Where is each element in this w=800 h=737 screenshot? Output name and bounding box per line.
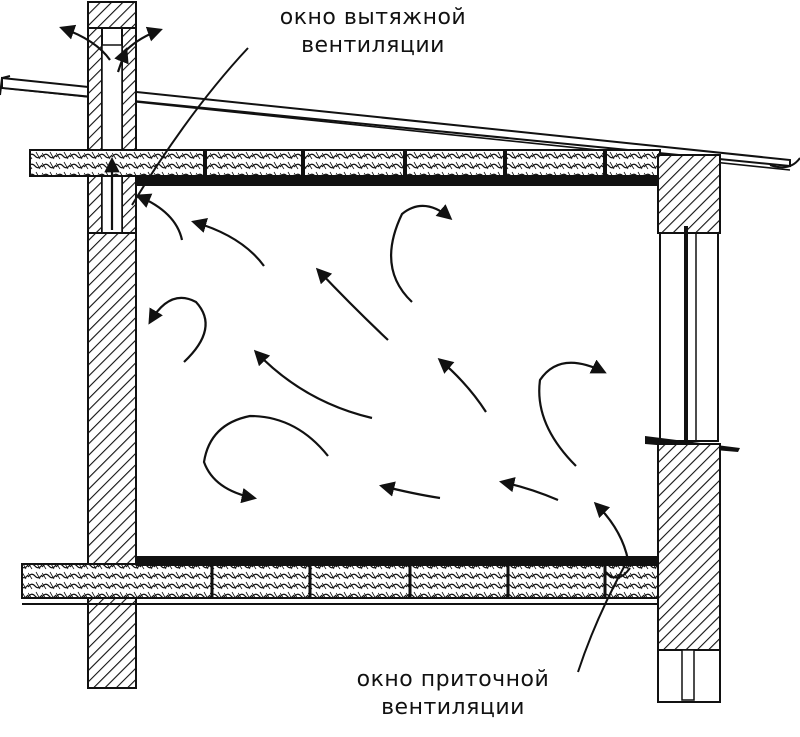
airflow-arrow — [315, 267, 389, 341]
exhaust-label-line1: окно вытяжной — [279, 5, 467, 30]
exhaust-window-label: окно вытяжной вентиляции — [248, 4, 498, 60]
airflow-arrow — [538, 359, 607, 467]
supply-label-line2: вентиляции — [381, 695, 525, 720]
airflow-arrow — [202, 414, 329, 504]
airflow-arrow — [498, 477, 559, 502]
window — [645, 226, 740, 452]
airflow-arrow — [114, 47, 129, 73]
exhaust-label-line2: вентиляции — [301, 33, 445, 58]
floor — [21, 556, 659, 605]
right-wall-base — [657, 649, 721, 703]
airflow-arrow — [135, 193, 184, 241]
airflow-arrow — [593, 501, 630, 561]
right-wall-lintel — [657, 154, 721, 234]
airflow-arrow — [390, 204, 453, 303]
airflow-arrow — [379, 481, 441, 500]
airflow-arrow — [253, 349, 373, 420]
airflow-arrows — [59, 24, 630, 561]
airflow-arrow — [59, 24, 111, 61]
supply-opening — [605, 567, 631, 579]
supply-window-label: окно приточной вентиляции — [318, 666, 588, 722]
airflow-arrow — [191, 218, 265, 267]
exhaust-leader-line — [131, 47, 249, 206]
supply-label-line1: окно приточной — [356, 667, 550, 692]
exhaust-duct — [87, 1, 137, 236]
airflow-arrow — [437, 357, 487, 413]
right-wall — [657, 443, 721, 651]
left-wall — [87, 232, 137, 689]
airflow-arrow — [148, 296, 207, 363]
